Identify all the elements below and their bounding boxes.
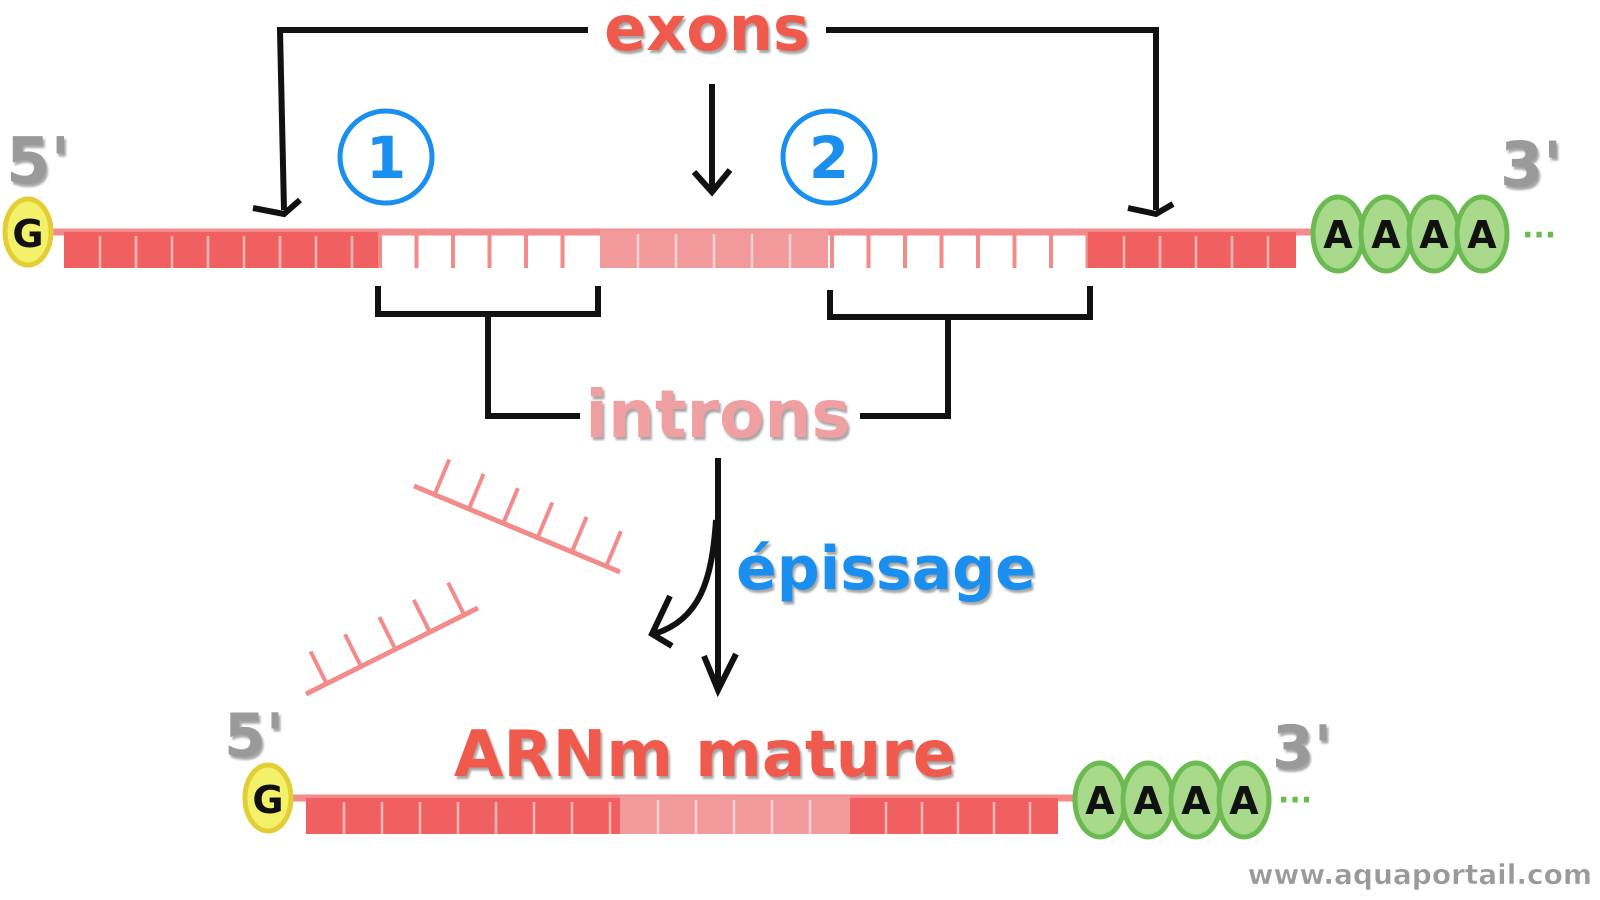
cap-icon	[2, 196, 54, 268]
exons-bracket-left	[276, 27, 588, 211]
exons-arrow-right-head	[1127, 201, 1175, 218]
excised-tooth	[308, 650, 329, 685]
splicing-arrow-curve-head	[648, 594, 674, 649]
exon-right	[1088, 232, 1296, 268]
excised-tooth	[501, 487, 520, 525]
exons-annotation	[252, 27, 1175, 218]
excised-tooth	[570, 516, 589, 553]
splicing-label: épissage	[736, 534, 1036, 604]
poly-a-letter: A	[1181, 779, 1211, 823]
excised-tooth	[604, 530, 623, 568]
intron-number-1-text: 1	[366, 124, 406, 192]
excised-intron-1	[413, 458, 623, 575]
cap-5prime-top: G	[2, 196, 54, 268]
exons-label: exons	[604, 0, 810, 65]
exon-block	[64, 232, 378, 268]
excised-tooth	[446, 581, 467, 616]
excised-tooth	[535, 501, 555, 539]
five-prime-label-top: 5'	[6, 125, 70, 199]
ellipsis-bottom: ···	[1278, 783, 1312, 818]
excised-tooth	[343, 633, 363, 668]
poly-a-icon	[1216, 760, 1272, 840]
poly-a-letter: A	[1371, 213, 1401, 257]
ellipsis-top: ···	[1522, 218, 1556, 253]
cap-letter: G	[252, 778, 283, 822]
introns-bracket-left	[375, 286, 601, 317]
excised-tooth	[377, 616, 398, 651]
exon-block	[850, 798, 1058, 834]
poly-a-letter: A	[1467, 213, 1497, 257]
introns-connector-left	[485, 314, 580, 419]
splicing-arrows	[648, 458, 739, 698]
cap-letter: G	[12, 212, 43, 256]
introns-label: introns	[585, 376, 850, 453]
exons-arrow-left-head	[252, 197, 302, 218]
exons-arrow-middle-head	[691, 168, 733, 197]
intron-1	[378, 232, 565, 268]
three-prime-label-bottom: 3'	[1272, 713, 1332, 783]
intron-2	[830, 232, 1090, 268]
mature-exon-middle	[620, 796, 850, 834]
intron-number-2-text: 2	[809, 124, 849, 192]
circle-icon	[780, 108, 878, 206]
mature-exon-right	[850, 798, 1058, 834]
introns-connector-right	[860, 317, 951, 419]
poly-a-letter: A	[1229, 779, 1259, 823]
cap-5prime-bottom: G	[242, 762, 294, 834]
excised-tooth	[432, 458, 452, 496]
introns-bracket-right	[827, 286, 1093, 320]
excised-backbone	[413, 483, 621, 575]
poly-a-letter: A	[1323, 213, 1353, 257]
exon-block	[306, 798, 620, 834]
splicing-arrow-curve	[653, 519, 719, 637]
five-prime-label-bottom: 5'	[224, 701, 284, 771]
excised-backbone	[304, 605, 480, 697]
mature-mrna-label: ARNm mature	[454, 718, 956, 792]
poly-a-letter: A	[1085, 779, 1115, 823]
mature-exon-left	[306, 798, 620, 834]
introns-bracket	[375, 286, 1093, 419]
poly-a-letter: A	[1133, 779, 1163, 823]
excised-intron-2	[304, 581, 480, 697]
exon-block	[1088, 232, 1296, 268]
watermark: www.aquaportail.com	[1248, 858, 1592, 891]
cap-icon	[242, 762, 294, 834]
exon-left	[64, 232, 378, 268]
poly-a-icon	[1454, 194, 1510, 274]
exon-middle	[600, 230, 828, 268]
exons-bracket-right	[826, 27, 1159, 210]
circle-icon	[337, 108, 435, 206]
intron-number-2: 2	[780, 108, 878, 206]
three-prime-label-top: 3'	[1500, 128, 1562, 201]
poly-a-letter: A	[1419, 213, 1449, 257]
excised-tooth	[411, 598, 432, 633]
intron-number-1: 1	[337, 108, 435, 206]
excised-tooth	[467, 473, 486, 510]
splicing-arrow-down-head	[701, 652, 739, 698]
